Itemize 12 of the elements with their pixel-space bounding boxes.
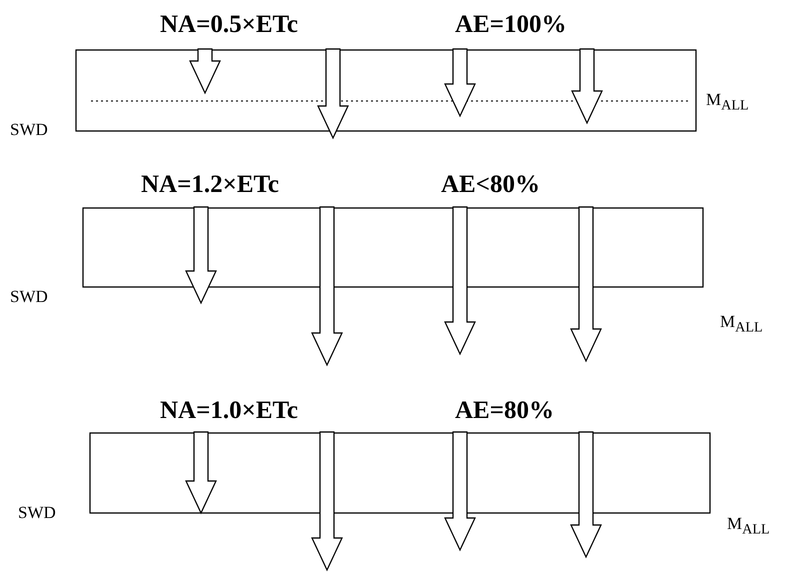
equation-label: NA=1.0×ETc bbox=[160, 398, 298, 423]
equation-label: AE=100% bbox=[455, 12, 566, 37]
level-label: M$_{ALL}$ bbox=[720, 313, 763, 335]
level-label: M$_{ALL}$ bbox=[706, 91, 749, 113]
equation-label: AE<80% bbox=[441, 172, 540, 197]
level-label: M$_{ALL}$ bbox=[727, 515, 770, 537]
equation-label: NA=0.5×ETc bbox=[160, 12, 298, 37]
level-label: SWD bbox=[18, 504, 56, 521]
level-label: SWD bbox=[10, 288, 48, 305]
level-label: SWD bbox=[10, 121, 48, 138]
equation-label: NA=1.2×ETc bbox=[141, 172, 280, 197]
equation-label: AE=80% bbox=[455, 398, 554, 423]
